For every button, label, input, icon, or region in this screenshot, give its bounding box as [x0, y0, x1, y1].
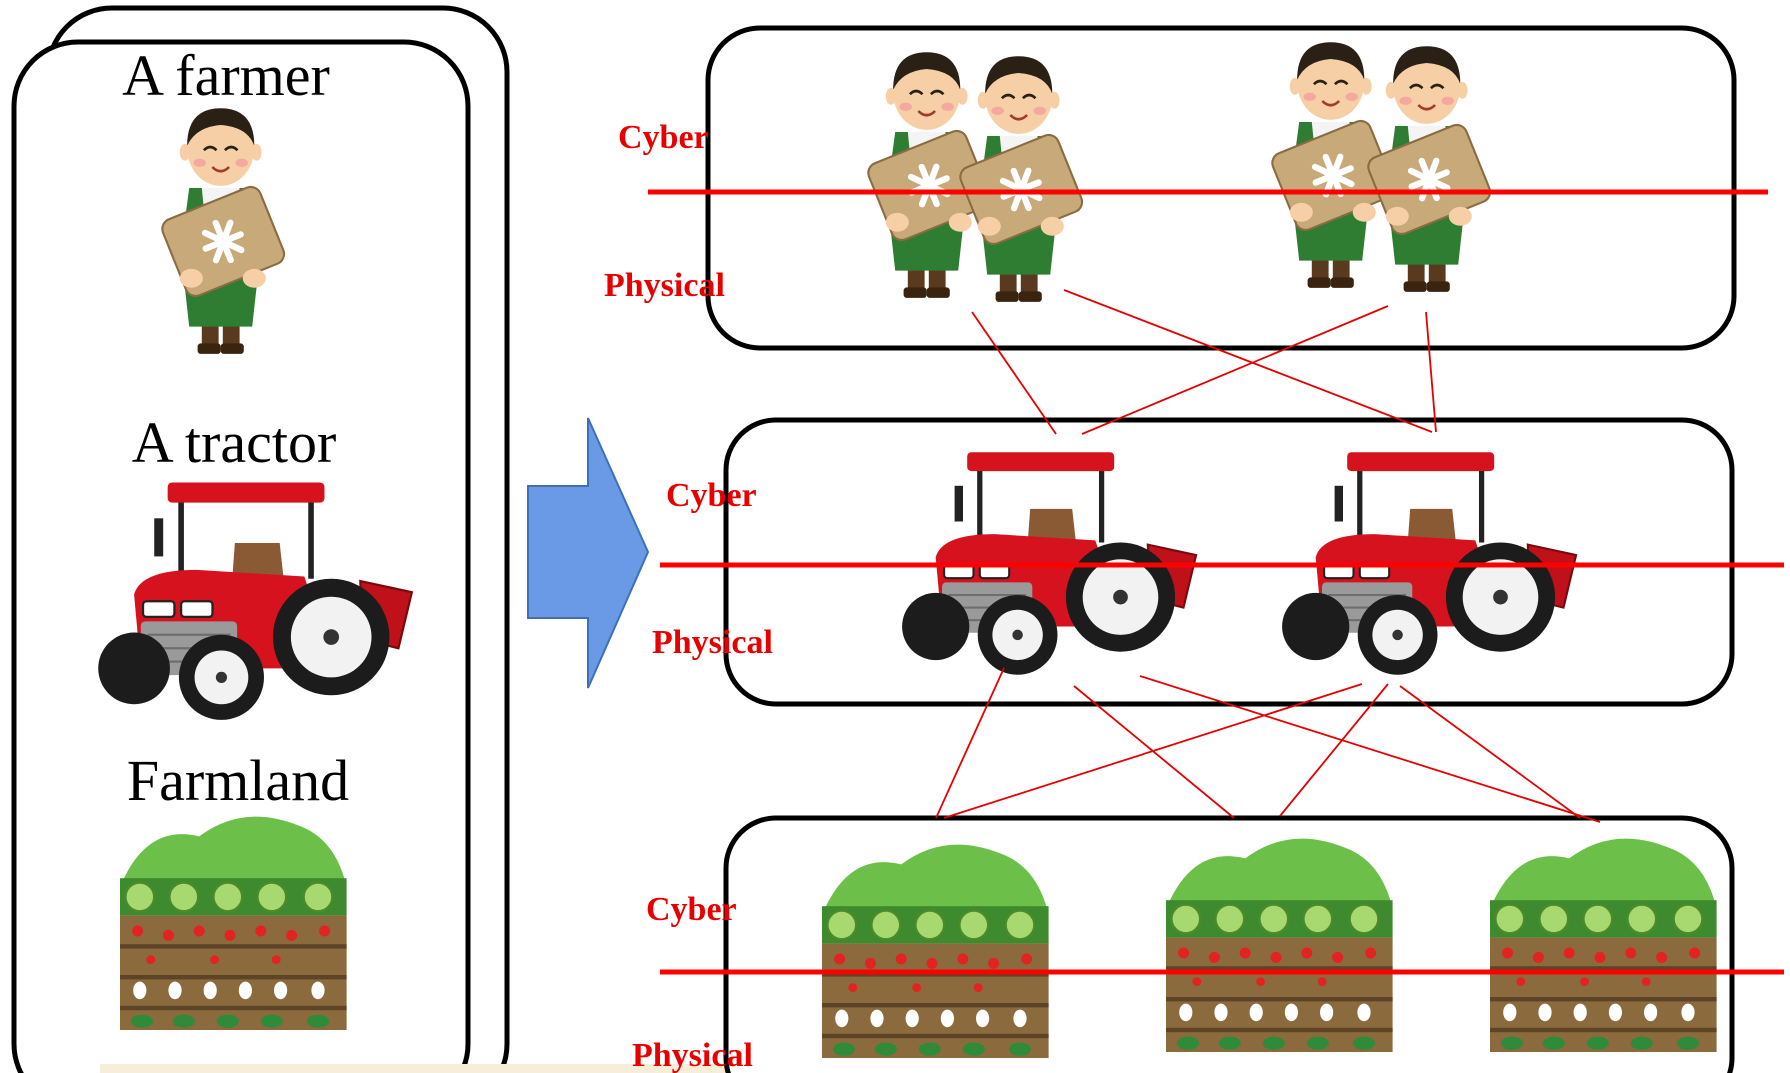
- farmer-layer-box: [705, 25, 1737, 351]
- cyber-label: Cyber: [666, 477, 757, 514]
- left-panel: A farmer A tractor Farmland: [11, 5, 510, 1073]
- layer-links: [935, 289, 1601, 823]
- farmland-icon: [1164, 837, 1394, 1054]
- farmland-label: Farmland: [127, 748, 349, 813]
- physical-label: Physical: [604, 267, 725, 304]
- link-line: [935, 667, 1005, 819]
- tractor-layer-box: [723, 417, 1735, 707]
- cyber-label: Cyber: [618, 119, 709, 156]
- link-line: [1139, 675, 1601, 823]
- link-line: [1073, 685, 1235, 819]
- link-line: [971, 311, 1057, 435]
- farmer-label: A farmer: [122, 43, 330, 108]
- link-line: [1425, 311, 1437, 433]
- link-line: [1279, 683, 1389, 817]
- physical-label: Physical: [632, 1037, 753, 1073]
- link-line: [1063, 289, 1433, 433]
- cyber-label: Cyber: [646, 891, 737, 928]
- farmland-icon: [1488, 837, 1718, 1054]
- farmland-icon: [820, 843, 1050, 1060]
- farmland-icon: [118, 815, 348, 1032]
- tractor-label: A tractor: [132, 410, 337, 475]
- right-arrow-icon: [527, 417, 650, 689]
- physical-label: Physical: [652, 624, 773, 661]
- link-line: [1399, 685, 1581, 819]
- link-line: [943, 683, 1363, 819]
- link-line: [1081, 305, 1389, 435]
